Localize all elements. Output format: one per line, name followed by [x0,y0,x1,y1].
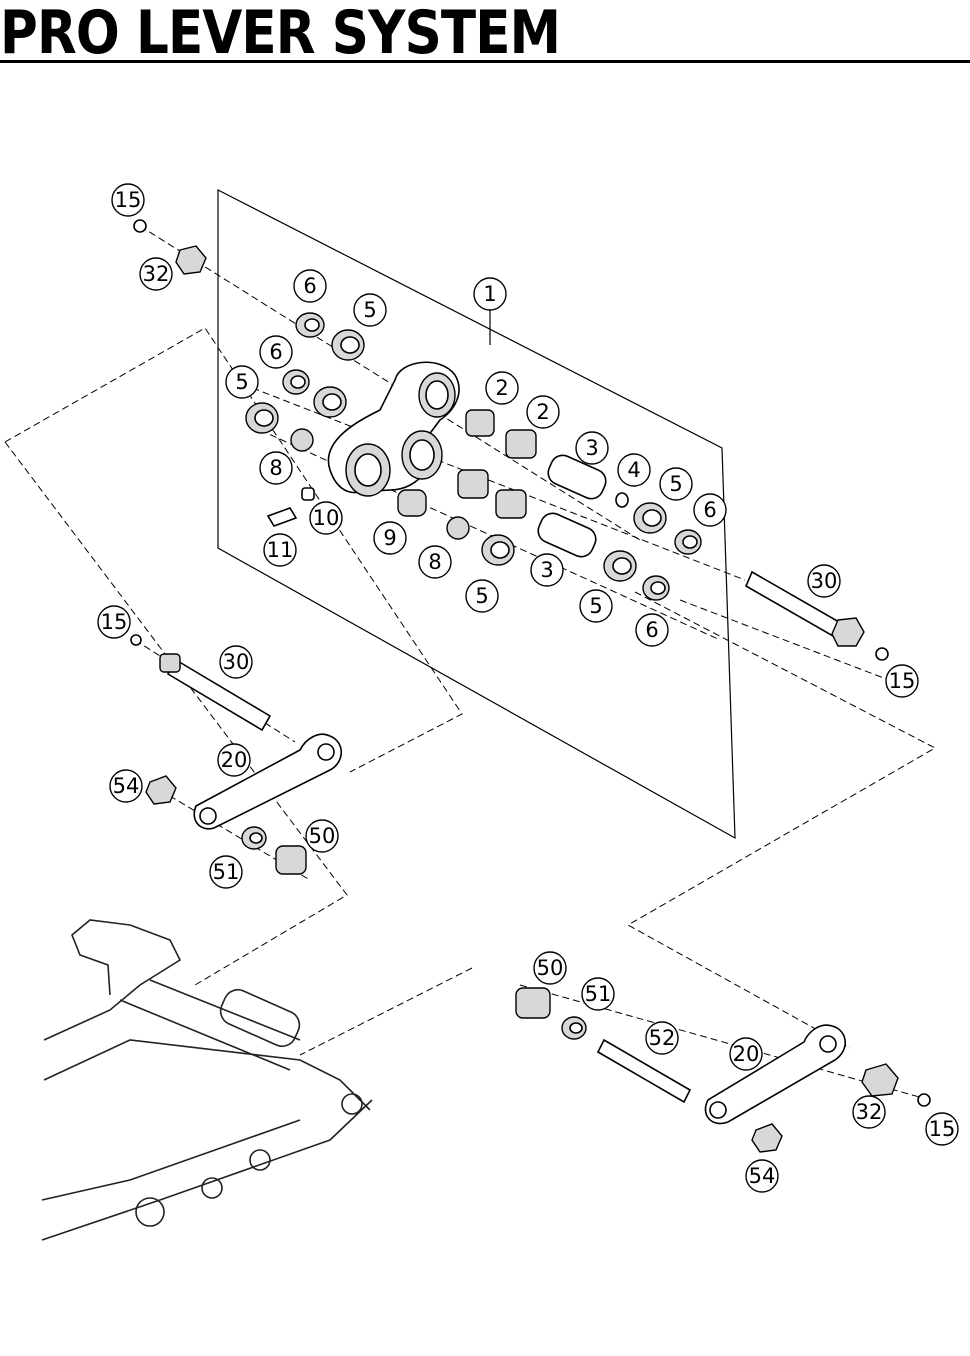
callout-15: 15 [111,183,145,217]
axis-line-low [259,429,721,641]
callout-label: 9 [383,526,396,550]
callout-6: 6 [293,269,327,303]
callout-50: 50 [533,951,567,985]
callout-15: 15 [925,1112,959,1146]
callout-label: 2 [536,400,549,424]
callout-label: 5 [235,370,248,394]
callout-label: 15 [101,610,128,634]
callout-5: 5 [659,467,693,501]
callout-5: 5 [353,293,387,327]
callout-51: 51 [209,855,243,889]
callout-9: 9 [373,521,407,555]
callout-30: 30 [219,645,253,679]
callout-15: 15 [885,664,919,698]
callout-15: 15 [97,605,131,639]
callout-5: 5 [225,365,259,399]
callout-label: 30 [223,650,250,674]
callout-label: 2 [495,376,508,400]
callout-label: 8 [269,456,282,480]
page-title: PRO LEVER SYSTEM [0,0,561,68]
callout-label: 51 [585,982,612,1006]
callout-30: 30 [807,564,841,598]
callout-10: 10 [309,501,343,535]
title-underline [0,60,970,63]
callout-32: 32 [139,257,173,291]
assembly-path-lower [299,967,473,1056]
callout-label: 3 [540,558,553,582]
callout-6: 6 [259,335,293,369]
callout-label: 20 [733,1042,760,1066]
callout-32: 32 [852,1095,886,1129]
callout-8: 8 [418,545,452,579]
assembly-path-right [626,591,937,1049]
callout-label: 50 [309,824,336,848]
callout-label: 15 [889,669,916,693]
assembly-panel-outline [217,189,736,840]
callout-51: 51 [581,977,615,1011]
frame-section [41,919,373,1241]
callout-label: 54 [113,774,140,798]
callout-label: 20 [221,748,248,772]
callout-54: 54 [109,769,143,803]
seal-ring-part [245,312,702,601]
callout-label: 32 [856,1100,883,1124]
callout-50: 50 [305,819,339,853]
pivot-bolt-part [159,570,865,1104]
link-bushing-part [241,826,587,1040]
callout-label: 5 [589,594,602,618]
callout-8: 8 [259,451,293,485]
callout-label: 50 [537,956,564,980]
callout-label: 4 [627,458,640,482]
small-fasteners-part [130,219,931,1153]
callout-label: 52 [649,1026,676,1050]
needle-bearing-part [457,409,537,519]
callout-6: 6 [693,493,727,527]
callout-label: 5 [475,584,488,608]
callout-label: 32 [143,262,170,286]
callout-5: 5 [579,589,613,623]
axis-line-right [679,599,916,691]
axis-line-top [139,225,641,541]
callout-20: 20 [217,743,251,777]
callout-label: 15 [115,188,142,212]
callout-2: 2 [526,395,560,429]
callout-label: 54 [749,1164,776,1188]
callout-label: 11 [267,538,294,562]
callout-label: 6 [269,340,282,364]
callout-label: 1 [483,282,496,306]
callout-label: 51 [213,860,240,884]
callout-label: 5 [363,298,376,322]
callout-label: 6 [645,618,658,642]
callout-4: 4 [617,453,651,487]
callout-3: 3 [530,553,564,587]
callout-label: 10 [313,506,340,530]
callout-1: 1 [473,277,507,311]
callout-label: 8 [428,550,441,574]
callout-6: 6 [635,613,669,647]
callout-11: 11 [263,533,297,567]
callout-5: 5 [465,579,499,613]
callout-3: 3 [575,431,609,465]
callout-label: 6 [303,274,316,298]
callout-label: 30 [811,569,838,593]
callout-label: 5 [669,472,682,496]
lever-body-part [327,361,460,497]
callout-label: 6 [703,498,716,522]
callout-52: 52 [645,1021,679,1055]
link-arm-part [193,733,846,1125]
callout-label: 3 [585,436,598,460]
callout-2: 2 [485,371,519,405]
callout-54: 54 [745,1159,779,1193]
assembly-path-long [4,441,348,986]
callout-label: 15 [929,1117,956,1141]
spacer-sleeve-part [397,454,607,558]
callout-20: 20 [729,1037,763,1071]
